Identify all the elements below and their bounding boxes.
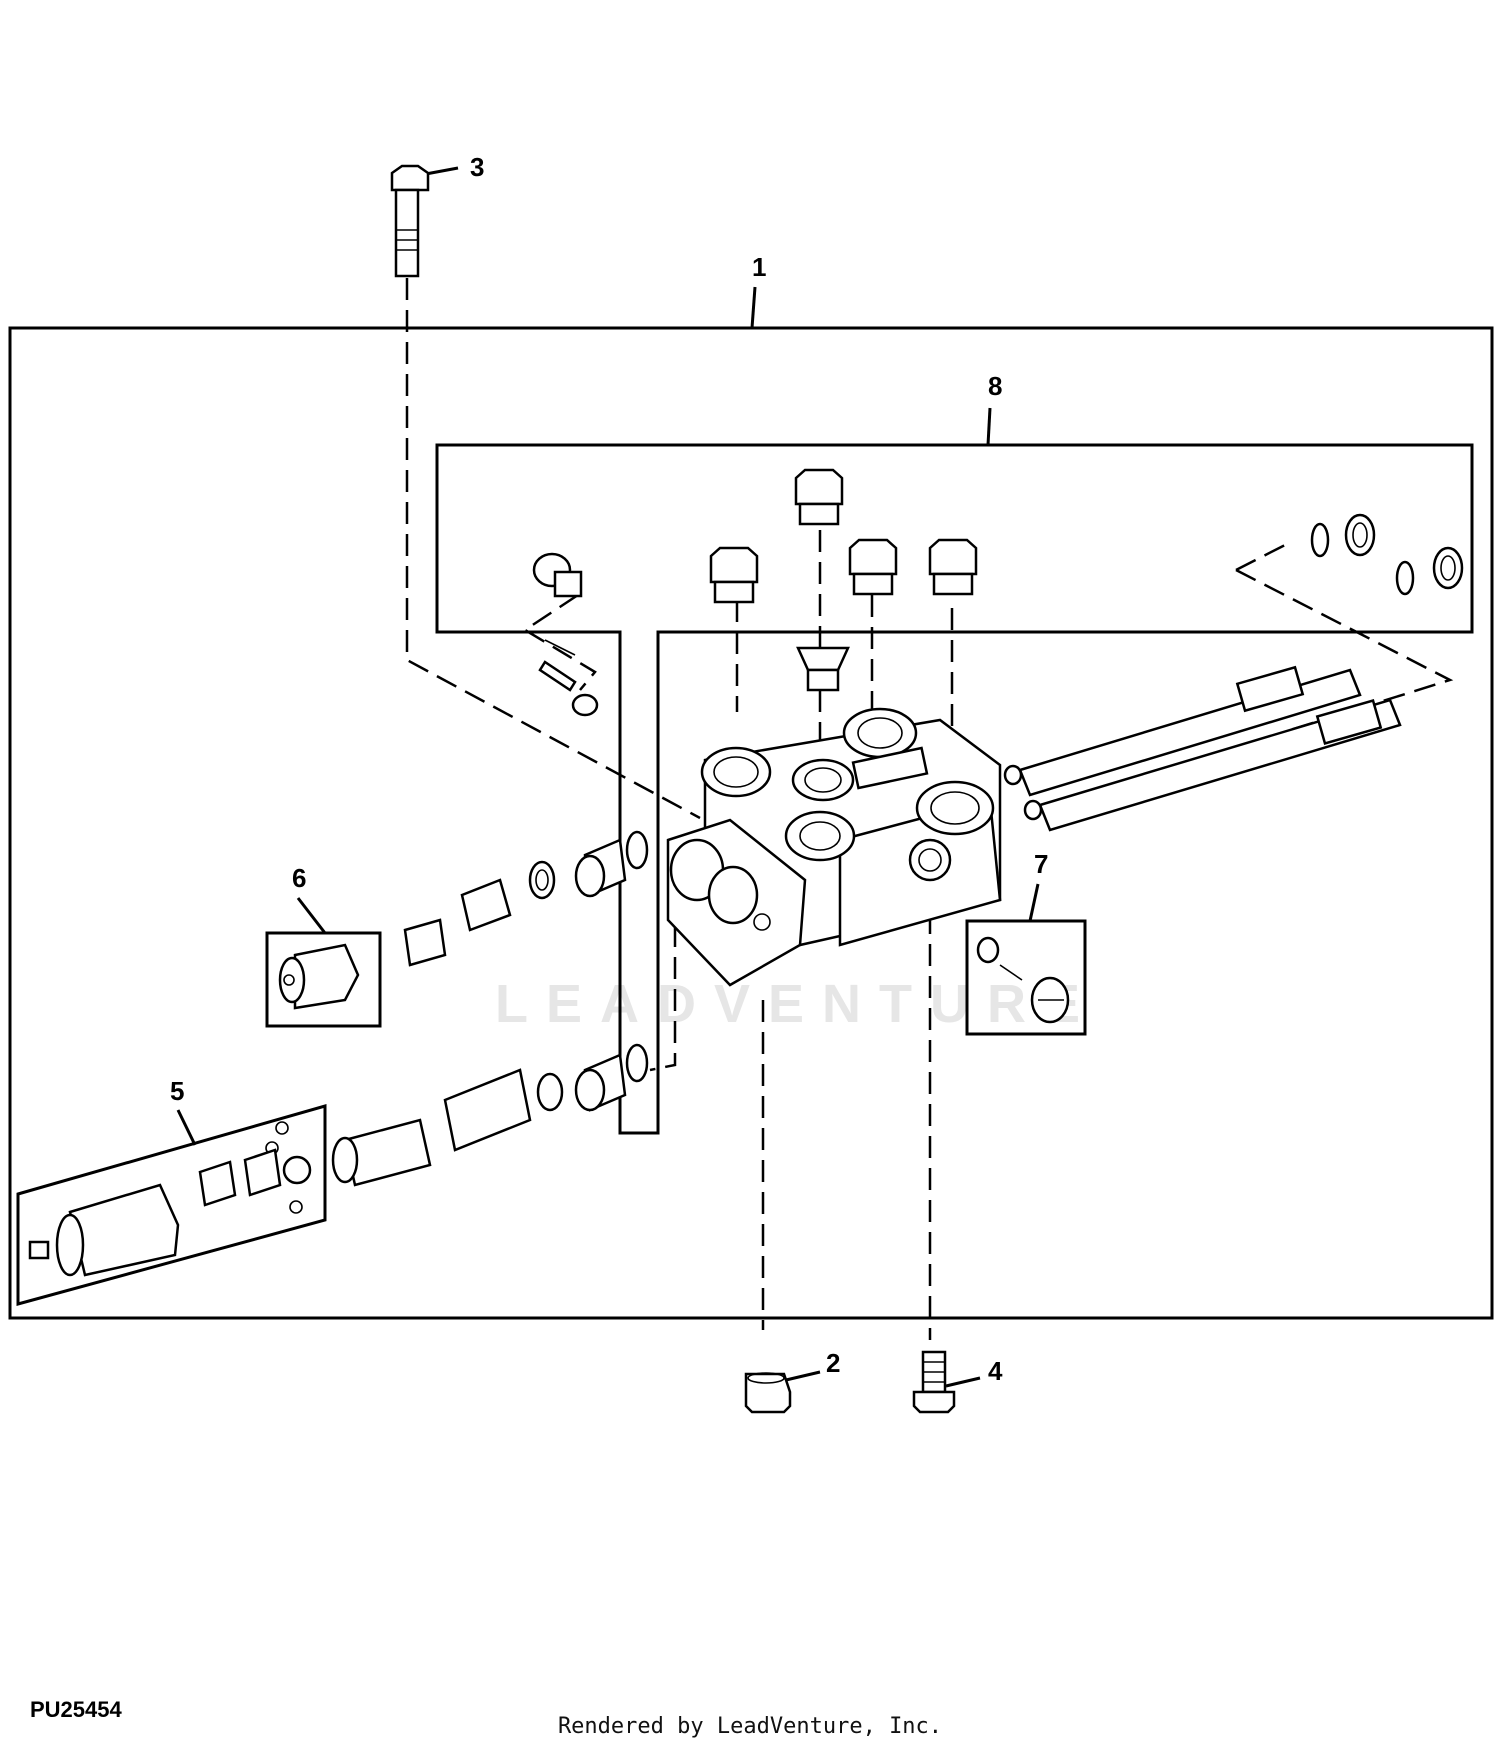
relief-parts-upper bbox=[403, 830, 649, 967]
plugs bbox=[532, 468, 978, 717]
callouts: 3 1 8 6 7 5 2 4 bbox=[170, 152, 1048, 1386]
callout-2: 2 bbox=[826, 1348, 840, 1378]
relief-cartridge-6 bbox=[278, 943, 360, 1010]
callout-5: 5 bbox=[170, 1076, 184, 1106]
kit-box-8 bbox=[435, 443, 1474, 1135]
callout-3: 3 bbox=[470, 152, 484, 182]
nut-2 bbox=[744, 1372, 792, 1414]
spools bbox=[1003, 665, 1402, 832]
plug-mid bbox=[848, 538, 898, 596]
callout-7: 7 bbox=[1034, 849, 1048, 879]
plug-center bbox=[794, 468, 844, 526]
render-credit: Rendered by LeadVenture, Inc. bbox=[557, 1714, 943, 1739]
callout-4: 4 bbox=[988, 1356, 1003, 1386]
relief-parts-lower bbox=[331, 1043, 649, 1187]
seals-right bbox=[1310, 513, 1464, 596]
figure-id: PU25454 bbox=[30, 1697, 122, 1722]
kit-box-5 bbox=[16, 1104, 327, 1306]
screw-kit-7 bbox=[976, 936, 1070, 1024]
relief-cartridge-5 bbox=[28, 1121, 312, 1277]
callout-1: 1 bbox=[752, 252, 766, 282]
cap-screw-3 bbox=[390, 164, 430, 278]
watermark: LEADVENTURE bbox=[495, 974, 1098, 1034]
plug-right bbox=[928, 538, 978, 596]
small-plug-center bbox=[796, 646, 850, 692]
callout-8: 8 bbox=[988, 371, 1002, 401]
assembly-box-1 bbox=[8, 326, 1494, 1320]
kit-box-7 bbox=[965, 919, 1087, 1036]
check-fitting-left bbox=[532, 552, 599, 717]
callout-6: 6 bbox=[292, 863, 306, 893]
valve-body bbox=[666, 707, 1002, 987]
cap-screw-4 bbox=[912, 1350, 956, 1414]
plug-left bbox=[709, 546, 759, 604]
